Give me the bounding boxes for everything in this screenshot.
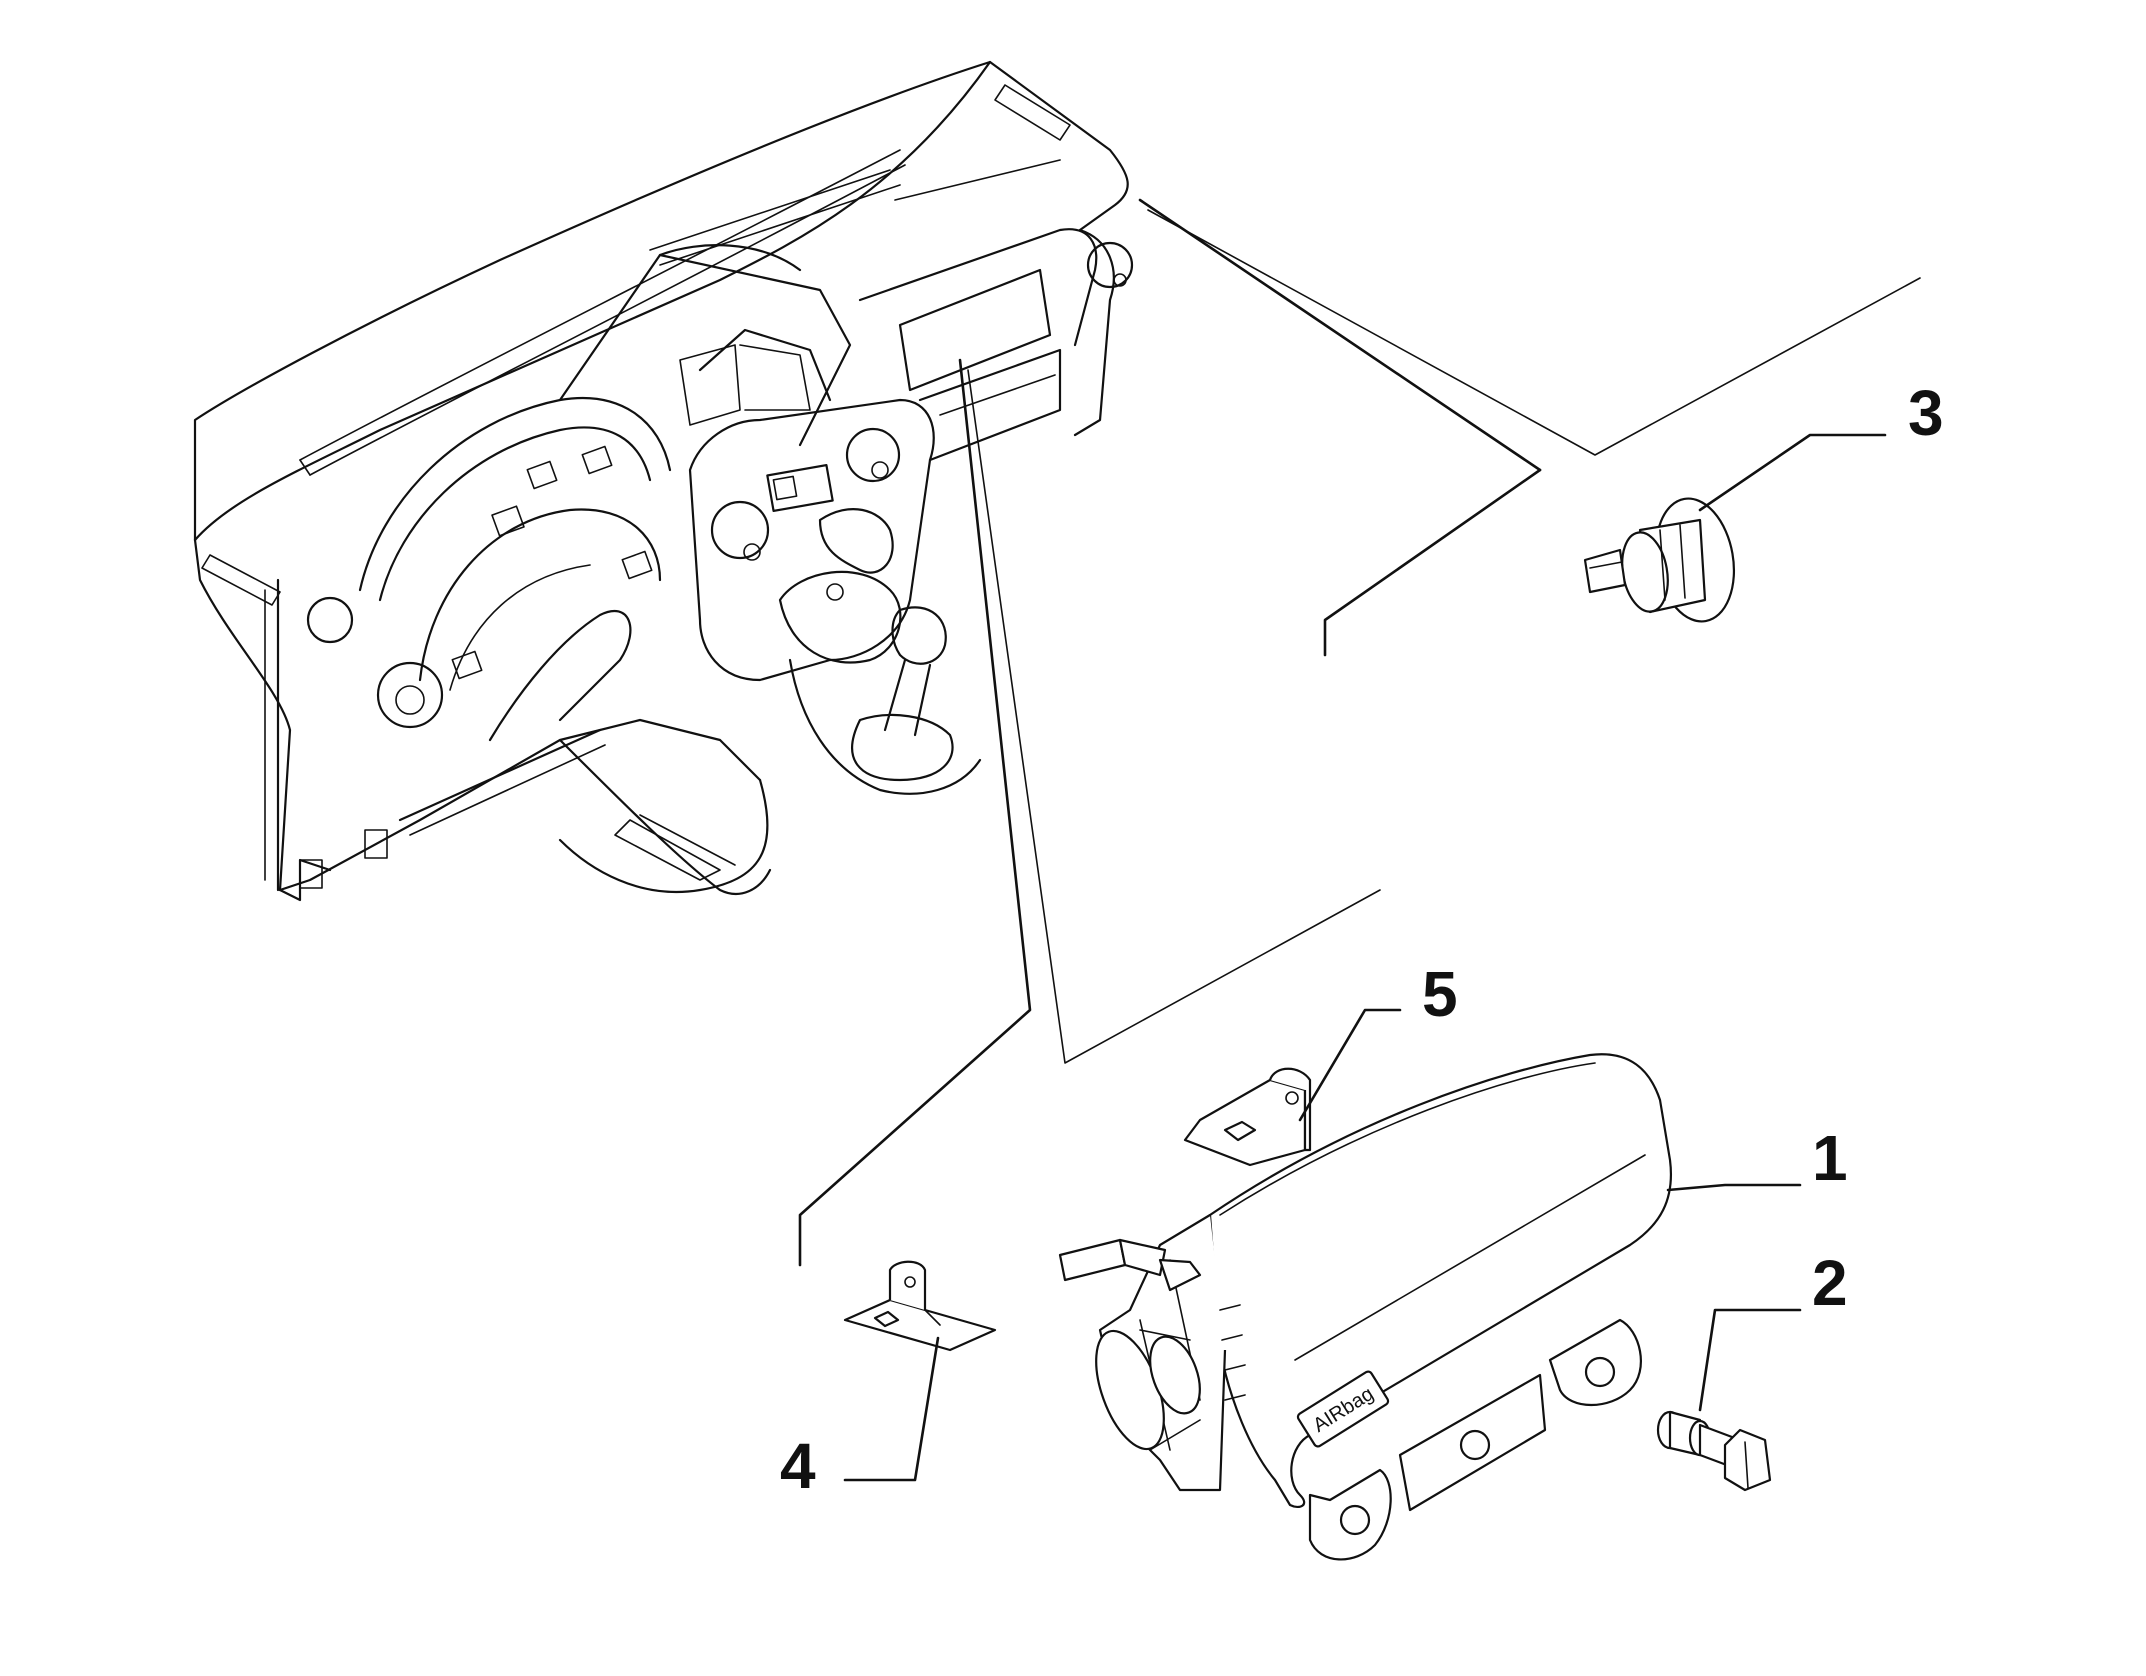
part-1-airbag-module: AIRbag <box>1058 1053 1672 1561</box>
callout-2: 2 <box>1812 1247 1848 1319</box>
dashboard <box>193 60 1134 902</box>
leader-1 <box>1666 1183 1802 1192</box>
reference-lines <box>798 198 1921 1267</box>
callout-4: 4 <box>780 1430 816 1502</box>
part-3-switch <box>1583 497 1736 623</box>
part-4-bracket <box>843 1260 997 1352</box>
airbag-label-plate: AIRbag <box>1296 1370 1390 1448</box>
callout-1: 1 <box>1812 1122 1848 1194</box>
part-2-bolt <box>1656 1410 1772 1492</box>
leader-5 <box>1298 1008 1402 1122</box>
part-5-bracket <box>1183 1067 1312 1167</box>
callout-numbers: 3 5 1 2 4 <box>780 377 1944 1502</box>
leader-3 <box>1698 433 1887 512</box>
callout-3: 3 <box>1908 377 1944 449</box>
callout-leaders <box>843 433 1887 1482</box>
leader-4 <box>843 1336 940 1482</box>
callout-5: 5 <box>1422 958 1458 1030</box>
leader-2 <box>1698 1308 1802 1412</box>
